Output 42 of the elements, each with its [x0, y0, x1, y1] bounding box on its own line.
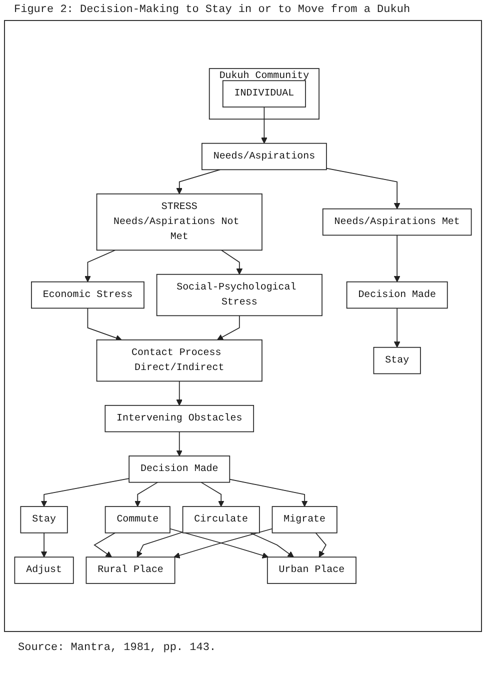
node-box: [104, 506, 170, 534]
arrow: [250, 532, 294, 558]
node-box: [14, 556, 74, 584]
node-box: [272, 506, 338, 534]
node-box: [266, 556, 356, 584]
cluster: [208, 68, 320, 120]
arrow: [94, 532, 116, 558]
node-box: [20, 506, 68, 534]
node-box: [202, 142, 327, 170]
arrow: [84, 250, 116, 282]
node-box: [182, 506, 260, 534]
node-box: [346, 281, 448, 309]
arrow: [176, 169, 220, 194]
source-caption: Source: Mantra, 1981, pp. 143.: [18, 642, 216, 654]
node-box: [96, 339, 262, 382]
node-box: [31, 281, 144, 309]
node-box: [373, 346, 421, 374]
node-box: [222, 80, 306, 108]
arrow: [176, 431, 182, 456]
arrow: [40, 478, 130, 507]
arrow: [87, 308, 122, 341]
arrow: [176, 380, 182, 406]
arrow: [220, 250, 243, 275]
node-box: [128, 456, 230, 483]
arrow: [394, 234, 400, 282]
figure-frame: Dukuh Community INDIVIDUAL Needs/Aspirations Needs/Aspirations Met STRESS Needs/Aspirations Not Met Economic Stress Social-Psychological Stress Contact Process Direct/Indirect Intervening Obstacles Decision Made Stay Decision Made Stay Commute Circulate Migrate Adjust Rural Place Urban Place: [4, 20, 482, 632]
arrow: [200, 482, 224, 507]
node-box: [86, 556, 176, 584]
arrow: [394, 308, 400, 348]
node-box: [322, 208, 472, 236]
figure-title: Figure 2: Decision-Making to Stay in or to Move from a Dukuh: [14, 4, 410, 16]
node-box: [96, 193, 262, 251]
arrow: [326, 168, 400, 210]
arrow: [229, 478, 308, 507]
node-box: [104, 404, 254, 432]
arrow: [40, 532, 48, 558]
arrow: [315, 532, 326, 558]
arrow: [134, 482, 158, 507]
arrow: [136, 532, 184, 558]
node-box: [156, 274, 322, 316]
arrow: [261, 106, 268, 144]
arrow: [216, 315, 240, 340]
